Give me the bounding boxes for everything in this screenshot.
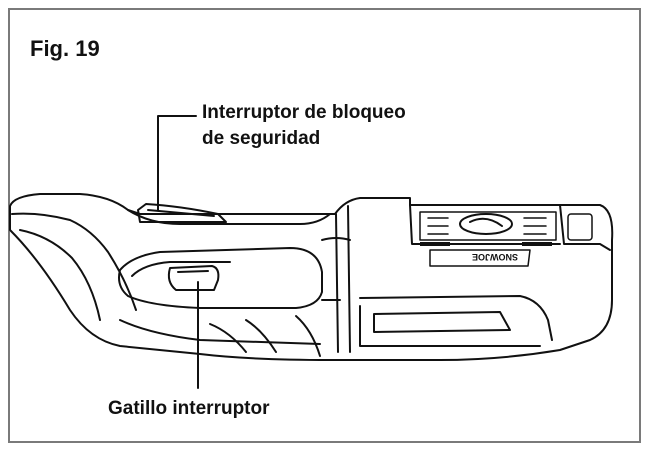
trigger-switch [167,265,220,291]
trigger-callout: Gatillo interruptor [108,398,270,419]
safety-lock-leader-line [157,115,197,211]
safety-lock-switch [137,203,227,223]
figure-label: Fig. 19 [30,36,100,61]
brand-mark-text: SNOWJOE [472,252,518,262]
battery-housing-outline [335,205,351,353]
battery-vent-grille [419,211,557,241]
power-button [567,213,593,241]
brand-plate [429,249,531,267]
safety-lock-callout-line2: de seguridad [202,128,321,149]
safety-lock-callout: Interruptor de bloqueo de seguridad [202,100,406,152]
grip-opening-outline [118,247,323,309]
handle-body-outline [9,193,614,361]
safety-lock-callout-line1: Interruptor de bloqueo [202,102,406,123]
